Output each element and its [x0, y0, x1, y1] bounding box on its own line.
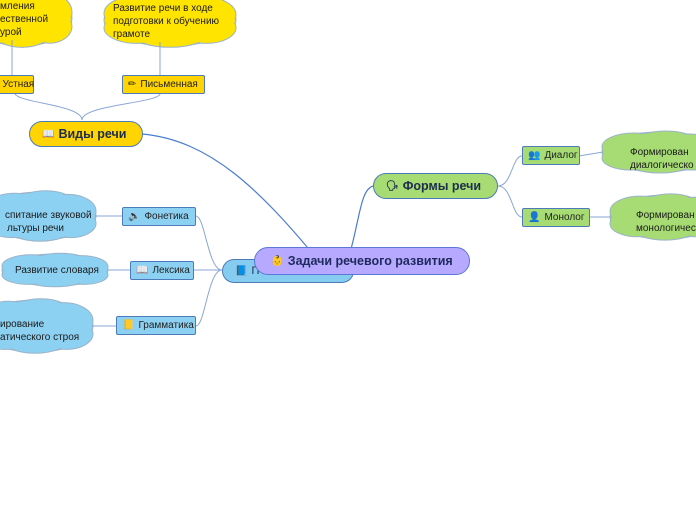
central-topic[interactable]: 👶 Задачи речевого развития [254, 247, 470, 275]
cloud-oral[interactable] [0, 0, 73, 48]
speaker-icon: 🔈 [128, 211, 141, 222]
cloud-text-monolog: Формирован монологичес [636, 210, 696, 234]
link-aspects-phonetics [195, 215, 223, 271]
link-forms-dialog [497, 155, 523, 187]
topic-types[interactable]: 📖 Виды речи [29, 121, 143, 147]
book-icon: 📖 [42, 128, 55, 140]
cloud-text-phonetics: спитание звуковой льтуры речи [5, 210, 92, 234]
blue-book-icon: 📘 [235, 265, 248, 277]
link-types-oral [14, 93, 83, 121]
link-dialog-cloud [578, 151, 604, 157]
baby-face-icon: 👶 [271, 255, 284, 267]
subtopic-written[interactable]: ✏ Письменная [122, 75, 205, 94]
pencil-icon: ✏ [128, 79, 137, 90]
person-icon: 👤 [528, 212, 541, 223]
link-types-written [81, 93, 161, 121]
subtopic-lexis[interactable]: 📖 Лексика [130, 261, 194, 280]
subtopic-monolog[interactable]: 👤 Монолог [522, 208, 590, 227]
subtopic-dialog[interactable]: 👥 Диалог [522, 146, 580, 165]
cloud-lexis[interactable] [1, 252, 109, 288]
cloud-monolog[interactable] [609, 193, 696, 241]
topic-forms[interactable]: 🗣 Формы речи [373, 173, 498, 199]
link-aspects-grammar [195, 269, 223, 327]
cloud-text-lexis: Развитие словаря [15, 265, 99, 276]
notebook-icon: 📒 [122, 320, 135, 331]
speaking-head-icon: 🗣 [386, 180, 399, 192]
subtopic-grammar[interactable]: 📒 Грамматика [116, 316, 196, 335]
subtopic-oral[interactable]: 👂 Устная [0, 75, 34, 94]
people-icon: 👥 [528, 150, 541, 161]
link-root-types [141, 133, 319, 261]
cloud-dialog[interactable] [601, 130, 696, 174]
cloud-text-dialog: Формирован диалогическо [630, 147, 694, 171]
cloud-text-written: Развитие речи в ходе подготовки к обучен… [113, 3, 220, 40]
cloud-text-grammar: ирование атического строя [0, 319, 80, 343]
cloud-grammar[interactable] [0, 298, 94, 354]
cloud-text-oral: мления ественной урой [0, 1, 49, 38]
subtopic-phonetics[interactable]: 🔈 Фонетика [122, 207, 196, 226]
open-book-icon: 📖 [136, 265, 149, 276]
link-forms-monolog [497, 185, 523, 218]
cloud-phonetics[interactable] [0, 190, 97, 242]
cloud-written[interactable] [103, 0, 237, 48]
